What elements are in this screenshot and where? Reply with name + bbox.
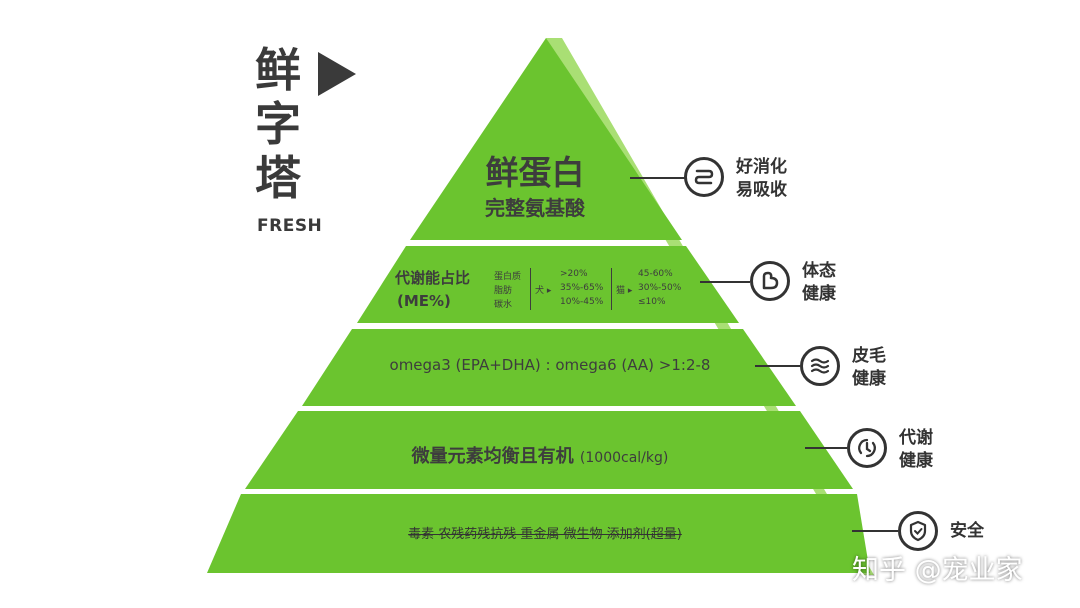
- tier4-text: 微量元素均衡且有机 (1000cal/kg): [330, 442, 750, 468]
- connector-line: [700, 281, 750, 283]
- pyramid-tier-3: [302, 329, 796, 406]
- body-shape-icon: [750, 261, 790, 301]
- benefit-2-line2: 健康: [802, 284, 836, 304]
- pyramid-tier-2: [357, 246, 739, 323]
- connector-line: [805, 447, 847, 449]
- benefit-1-line2: 易吸收: [736, 180, 787, 200]
- benefit-4-line1: 代谢: [899, 428, 933, 448]
- connector-line: [630, 177, 685, 179]
- tier2-label-unit: (ME%): [397, 292, 451, 310]
- dog-carb-value: 10%-45%: [560, 297, 604, 307]
- separator: [530, 268, 531, 310]
- title-char-1: 鲜: [255, 43, 301, 97]
- cat-marker: 猫 ▸: [616, 286, 633, 296]
- benefit-3-line1: 皮毛: [852, 346, 886, 366]
- title-char-2: 字: [255, 97, 301, 151]
- title-char-3: 塔: [255, 151, 301, 205]
- title-subtitle: FRESH: [257, 216, 323, 236]
- cat-protein-value: 45-60%: [638, 269, 673, 279]
- benefit-5-line1: 安全: [950, 521, 984, 541]
- pyramid-tier-5: [207, 494, 870, 573]
- dog-fat-value: 35%-65%: [560, 283, 604, 293]
- tier4-sub: (1000cal/kg): [579, 450, 669, 466]
- pyramid-tier-1: [410, 38, 682, 240]
- tier2-label: 代谢能占比: [395, 269, 471, 287]
- tier3-text: omega3 (EPA+DHA) : omega6 (AA) >1:2-8: [389, 356, 711, 374]
- cat-carb-value: ≤10%: [638, 297, 666, 307]
- fur-icon: [800, 346, 840, 386]
- tier5-text: 毒素 农残药残抗残 重金属 微生物 添加剂(超量): [408, 527, 682, 542]
- pyramid-tier-4: [245, 411, 853, 489]
- dog-protein-value: >20%: [560, 269, 588, 279]
- metabolism-icon: [847, 428, 887, 468]
- nutrient-fat: 脂肪: [494, 286, 513, 296]
- shield-icon: [898, 511, 938, 551]
- benefit-3-line2: 健康: [852, 369, 886, 389]
- tier1-subtitle: 完整氨基酸: [485, 196, 585, 220]
- tier4-main: 微量元素均衡且有机: [411, 446, 574, 467]
- benefit-4-line2: 健康: [899, 451, 933, 471]
- nutrient-protein: 蛋白质: [494, 272, 522, 282]
- digestion-icon: [684, 157, 724, 197]
- connector-line: [755, 365, 800, 367]
- play-arrow-icon: [318, 52, 356, 96]
- cat-fat-value: 30%-50%: [638, 283, 682, 293]
- tier1-title: 鲜蛋白: [485, 153, 585, 192]
- benefit-2-line1: 体态: [802, 261, 836, 281]
- connector-line: [852, 530, 898, 532]
- dog-marker: 犬 ▸: [535, 286, 552, 296]
- benefit-1-line1: 好消化: [736, 157, 787, 177]
- watermark: 知乎 @宠业家: [852, 555, 1023, 586]
- separator: [611, 268, 612, 310]
- nutrient-carb: 碳水: [494, 300, 513, 310]
